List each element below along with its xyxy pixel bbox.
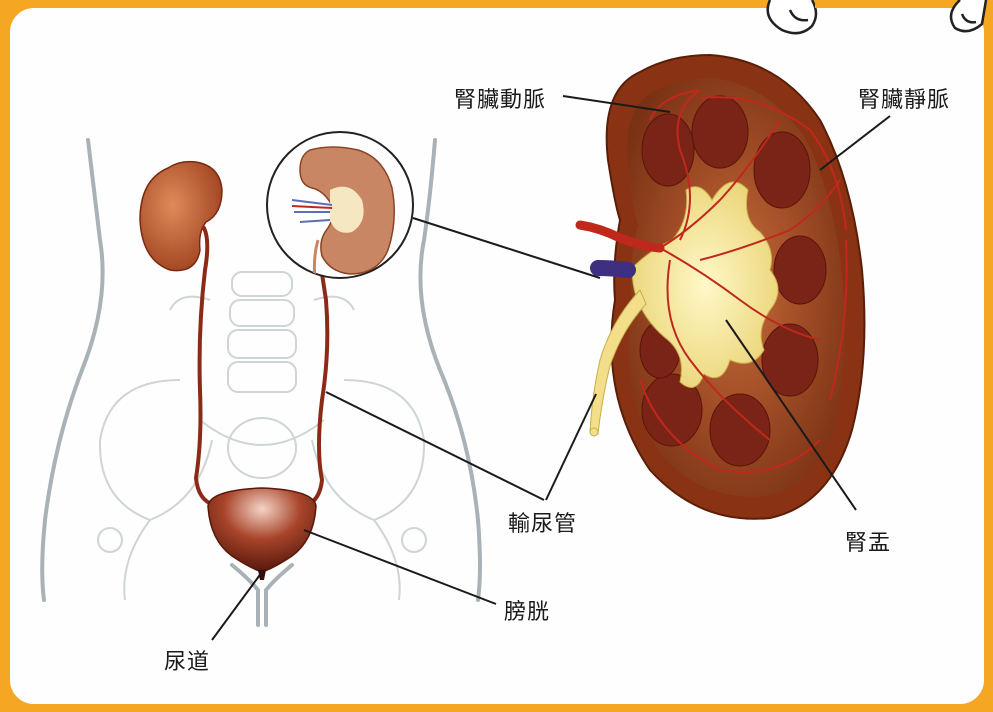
label-urethra: 尿道 <box>164 644 210 676</box>
corner-tab <box>815 0 945 8</box>
label-renal-vein: 腎臟靜脈 <box>858 82 950 114</box>
label-ureter: 輸尿管 <box>508 506 577 538</box>
label-renal-pelvis: 腎盂 <box>845 525 891 557</box>
renal-vein-vessel <box>598 268 628 270</box>
label-renal-artery: 腎臟動脈 <box>454 82 546 114</box>
label-bladder: 膀胱 <box>504 594 550 626</box>
